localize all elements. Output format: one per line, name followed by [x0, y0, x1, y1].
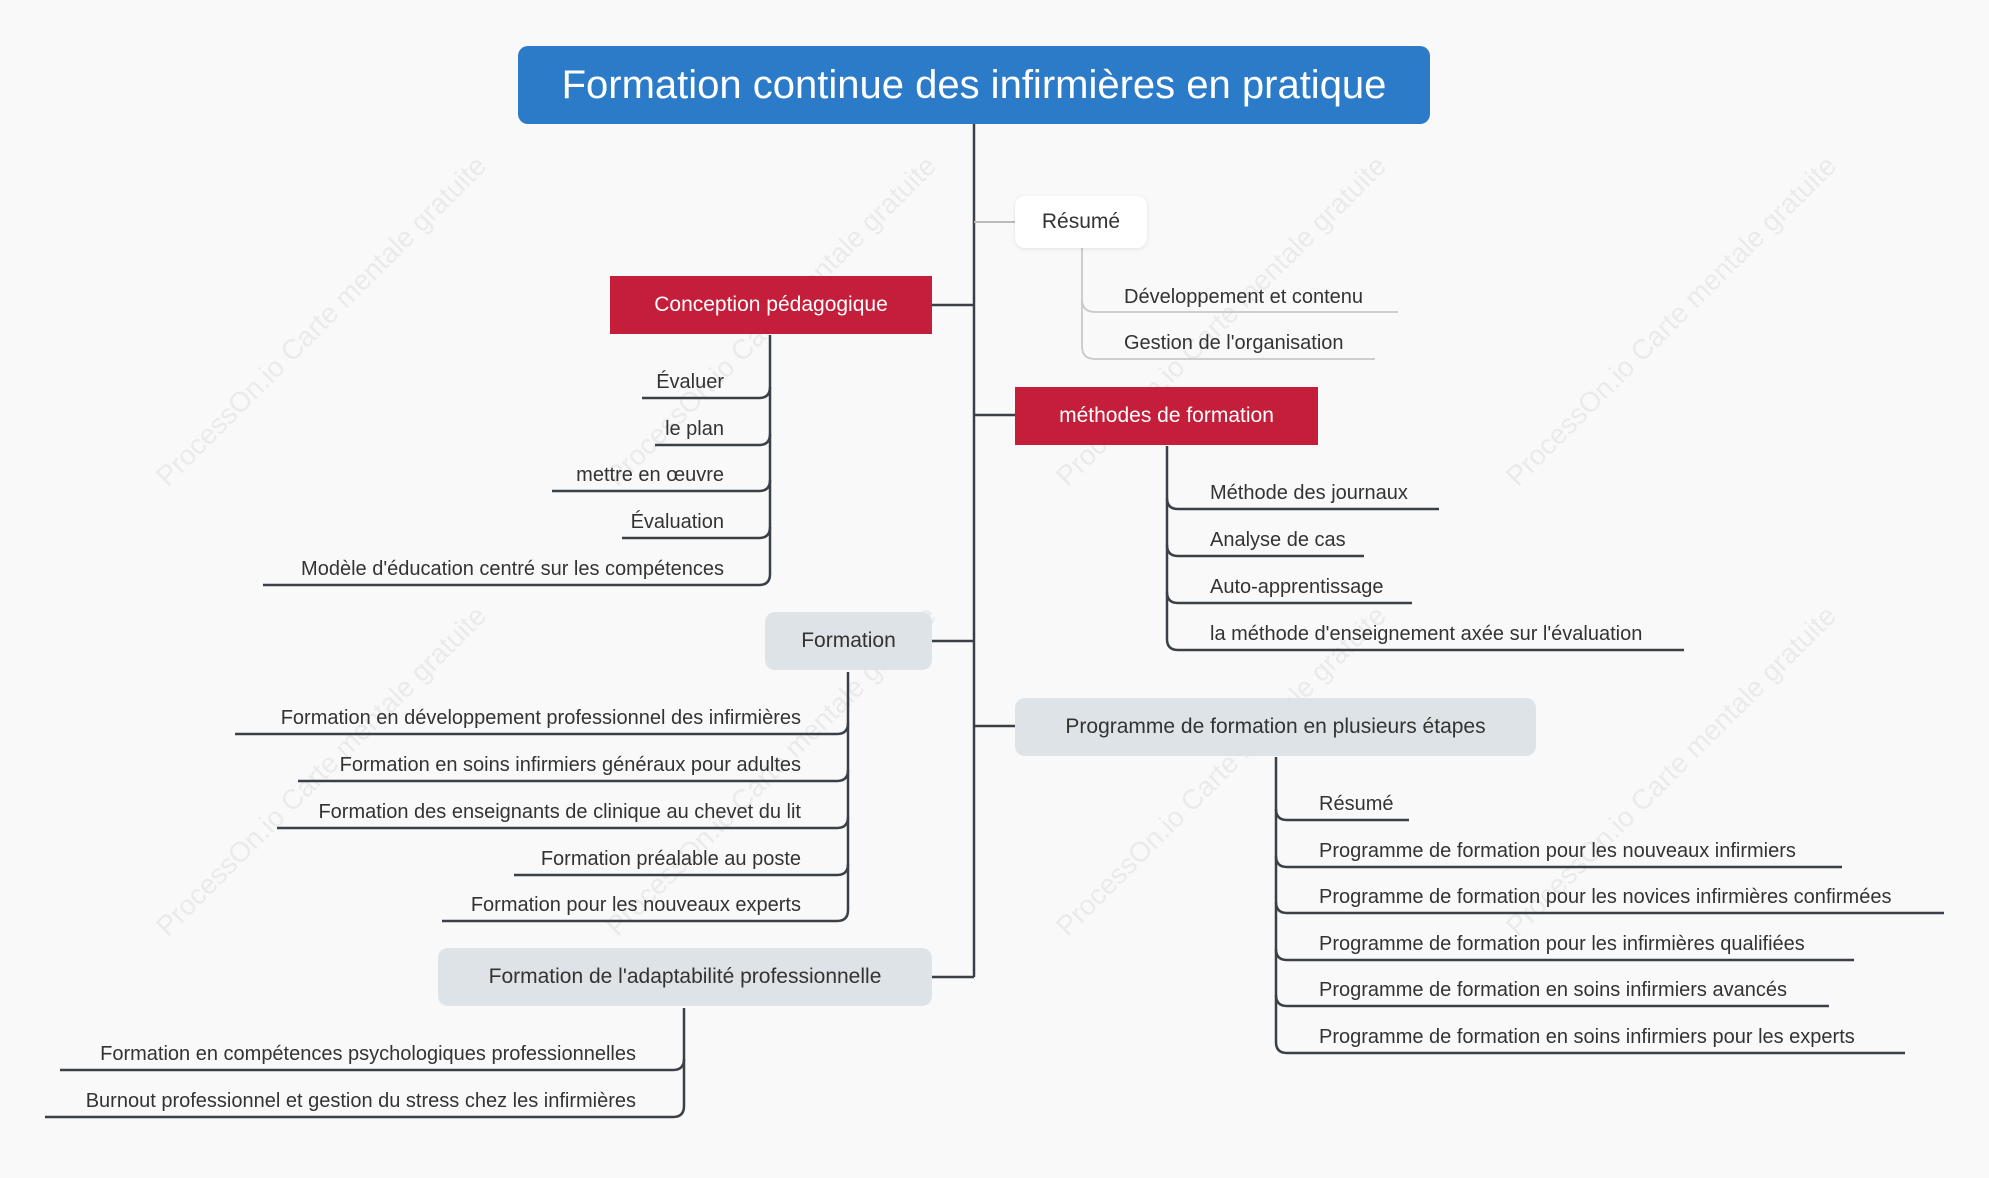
topic-resume[interactable]: Résumé [1015, 196, 1147, 248]
subtopic[interactable]: mettre en œuvre [576, 464, 724, 486]
subtopic[interactable]: Auto-apprentissage [1210, 576, 1384, 598]
subtopic[interactable]: la méthode d'enseignement axée sur l'éva… [1210, 623, 1643, 645]
subtopic[interactable]: Programme de formation pour les novices … [1319, 886, 1892, 908]
subtopic[interactable]: Programme de formation pour les nouveaux… [1319, 840, 1796, 862]
subtopic[interactable]: Méthode des journaux [1210, 482, 1408, 504]
conception-child-line [263, 527, 772, 587]
topic-programme-plusieurs-etapes[interactable]: Programme de formation en plusieurs étap… [1015, 698, 1536, 756]
topic-methodes-de-formation[interactable]: méthodes de formation [1015, 387, 1318, 445]
programme-child-line [1274, 995, 1905, 1055]
adaptabilite-child-line [45, 1059, 686, 1119]
topic-conception-pedagogique[interactable]: Conception pédagogique [610, 276, 932, 334]
topic-adaptabilite-professionnelle[interactable]: Formation de l'adaptabilité professionne… [438, 948, 932, 1006]
subtopic[interactable]: Formation en développement professionnel… [280, 707, 801, 729]
subtopic[interactable]: Formation en soins infirmiers généraux p… [339, 754, 801, 776]
subtopic[interactable]: Évaluer [656, 371, 724, 393]
subtopic[interactable]: Analyse de cas [1210, 529, 1346, 551]
subtopic[interactable]: Formation pour les nouveaux experts [470, 894, 801, 916]
subtopic[interactable]: Gestion de l'organisation [1124, 332, 1344, 354]
subtopic[interactable]: Évaluation [630, 511, 724, 533]
topic-formation[interactable]: Formation [765, 612, 932, 670]
subtopic[interactable]: Programme de formation pour les infirmiè… [1319, 933, 1805, 955]
methodes-child-line [1165, 592, 1684, 652]
subtopic[interactable]: Résumé [1319, 793, 1394, 815]
subtopic[interactable]: le plan [665, 418, 724, 440]
formation-child-line [442, 864, 850, 923]
subtopic[interactable]: Programme de formation en soins infirmie… [1319, 1026, 1855, 1048]
subtopic[interactable]: Programme de formation en soins infirmie… [1319, 979, 1787, 1001]
root-topic[interactable]: Formation continue des infirmières en pr… [518, 46, 1430, 124]
subtopic[interactable]: Formation des enseignants de clinique au… [318, 801, 801, 823]
subtopic[interactable]: Burnout professionnel et gestion du stre… [85, 1090, 636, 1112]
subtopic[interactable]: Formation en compétences psychologiques … [100, 1043, 636, 1065]
subtopic[interactable]: Formation préalable au poste [540, 848, 801, 870]
resume-child-line [1081, 299, 1375, 360]
subtopic[interactable]: Modèle d'éducation centré sur les compét… [301, 558, 724, 580]
subtopic[interactable]: Développement et contenu [1124, 286, 1364, 308]
